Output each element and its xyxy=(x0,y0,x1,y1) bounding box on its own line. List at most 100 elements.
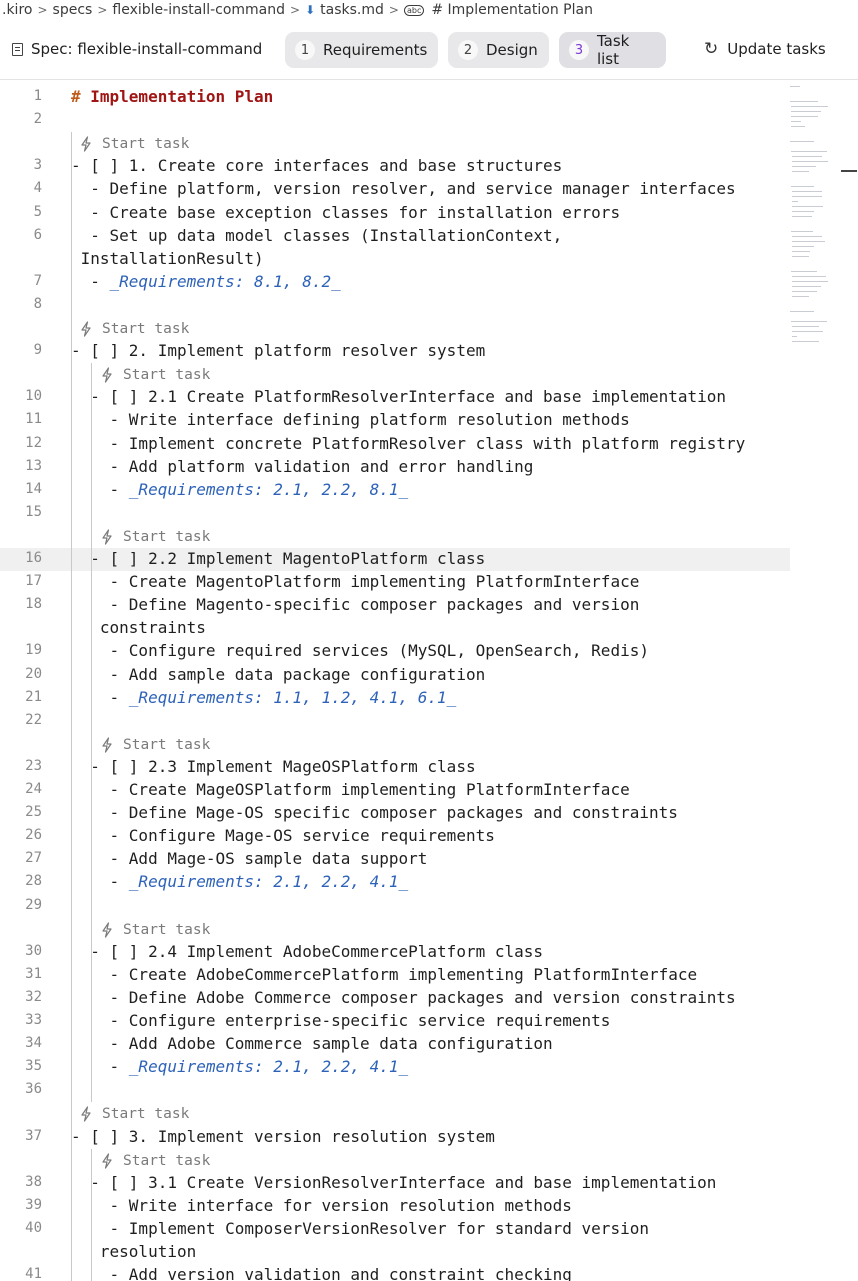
editor-line: 32 - Define Adobe Commerce composer pack… xyxy=(0,987,790,1010)
start-task-codelens[interactable]: Start task xyxy=(100,367,210,383)
minimap-line xyxy=(791,151,828,152)
indent-guide xyxy=(71,1102,72,1281)
editor-line: 1# Implementation Plan xyxy=(0,86,790,109)
line-content: - [ ] 2.2 Implement MagentoPlatform clas… xyxy=(71,549,485,568)
editor-line: 13 - Add platform validation and error h… xyxy=(0,456,790,479)
spec-label: Spec: flexible-install-command xyxy=(12,40,262,58)
line-text: - xyxy=(71,479,129,499)
minimap-line xyxy=(790,311,815,312)
start-task-codelens[interactable]: Start task xyxy=(100,1153,210,1169)
editor-line: 6 - Set up data model classes (Installat… xyxy=(0,225,790,248)
indent-guide xyxy=(91,917,92,1103)
lightning-icon xyxy=(102,529,112,545)
breadcrumb-item-specs[interactable]: specs xyxy=(52,2,93,18)
line-number: 36 xyxy=(25,1081,42,1098)
line-number: 24 xyxy=(25,781,42,797)
line-text: - Write interface defining platform reso… xyxy=(71,410,630,430)
line-number: 19 xyxy=(25,642,42,659)
tab-number-badge: 3 xyxy=(569,40,589,60)
line-number: 31 xyxy=(25,965,42,982)
line-number: 17 xyxy=(25,573,42,590)
line-number: 33 xyxy=(25,1012,42,1028)
minimap-line xyxy=(792,281,828,282)
editor-line: 27 - Add Mage-OS sample data support xyxy=(0,848,790,871)
line-text: - Configure Mage-OS service requirements xyxy=(71,826,495,846)
start-task-codelens[interactable]: Start task xyxy=(79,1106,189,1122)
editor-line: 34 - Add Adobe Commerce sample data conf… xyxy=(0,1033,790,1056)
editor-line: 17 - Create MagentoPlatform implementing… xyxy=(0,571,790,594)
chevron-right-icon: > xyxy=(37,3,48,17)
codelens-row: Start task xyxy=(0,525,790,548)
start-task-codelens[interactable]: Start task xyxy=(79,136,189,152)
line-content: - Define Mage-OS specific composer packa… xyxy=(71,803,678,822)
start-task-label: Start task xyxy=(123,1152,211,1169)
update-tasks-button[interactable]: ↻ Update tasks xyxy=(704,40,826,58)
editor-line: 24 - Create MageOSPlatform implementing … xyxy=(0,779,790,802)
document-icon xyxy=(12,42,23,56)
line-number: 5 xyxy=(33,203,42,220)
minimap-line xyxy=(790,86,801,87)
line-number: 6 xyxy=(33,226,42,243)
start-task-codelens[interactable]: Start task xyxy=(100,922,210,938)
line-content: - [ ] 2.3 Implement MageOSPlatform class xyxy=(71,756,476,776)
requirements-reference: _Requirements: 8.1, 8.2_ xyxy=(109,271,341,291)
breadcrumb: .kiro > specs > flexible-install-command… xyxy=(0,0,858,20)
lightning-icon xyxy=(81,1106,91,1122)
editor-line: 30 - [ ] 2.4 Implement AdobeCommercePlat… xyxy=(0,941,790,964)
line-number: 32 xyxy=(25,988,42,1005)
line-number: 12 xyxy=(25,434,42,451)
requirements-reference: _Requirements: 2.1, 2.2, 4.1_ xyxy=(128,1057,409,1077)
line-number: 1 xyxy=(33,88,42,104)
line-number: 2 xyxy=(33,111,42,128)
minimap[interactable] xyxy=(790,86,830,352)
spec-toolbar: Spec: flexible-install-command 1 Require… xyxy=(0,28,858,72)
breadcrumb-item-spec-folder[interactable]: flexible-install-command xyxy=(112,2,286,18)
editor-line: 8 xyxy=(0,294,790,317)
tab-task-list[interactable]: 3 Task list xyxy=(559,32,666,68)
line-number: 34 xyxy=(25,1035,42,1052)
editor-line: 22 xyxy=(0,710,790,733)
line-text: - [ ] 2.1 Create PlatformResolverInterfa… xyxy=(71,387,727,407)
line-text: - Write interface for version resolution… xyxy=(71,1195,572,1215)
editor-line: constraints xyxy=(0,617,790,640)
line-content: - [ ] 3.1 Create VersionResolverInterfac… xyxy=(71,1173,716,1192)
line-content: - Configure enterprise-specific service … xyxy=(71,1011,611,1030)
line-text: - Configure enterprise-specific service … xyxy=(71,1011,611,1030)
line-text: - Add Mage-OS sample data support xyxy=(71,849,428,869)
editor-line: 14 - _Requirements: 2.1, 2.2, 8.1_ xyxy=(0,479,790,502)
minimap-line xyxy=(791,231,814,232)
start-task-codelens[interactable]: Start task xyxy=(100,529,210,545)
start-task-label: Start task xyxy=(102,321,190,337)
line-number: 18 xyxy=(25,596,42,613)
line-content: - Add Mage-OS sample data support xyxy=(71,849,428,869)
line-number: 21 xyxy=(25,688,42,705)
breadcrumb-item-kiro[interactable]: .kiro xyxy=(2,2,33,18)
breadcrumb-item-symbol[interactable]: # Implementation Plan xyxy=(431,2,593,18)
line-text: - xyxy=(71,872,129,892)
line-number: 13 xyxy=(25,457,42,474)
line-content: - Configure required services (MySQL, Op… xyxy=(71,641,649,660)
start-task-codelens[interactable]: Start task xyxy=(100,737,210,753)
tab-requirements[interactable]: 1 Requirements xyxy=(285,32,438,68)
line-content: - Implement ComposerVersionResolver for … xyxy=(71,1219,649,1238)
line-content: - Write interface defining platform reso… xyxy=(71,410,630,429)
minimap-line xyxy=(792,216,812,217)
start-task-codelens[interactable]: Start task xyxy=(79,321,189,337)
line-text: - [ ] 2.3 Implement MageOSPlatform class xyxy=(71,756,476,776)
line-text: - [ ] 2. Implement platform resolver sys… xyxy=(71,341,486,361)
codelens-row: Start task xyxy=(0,1102,790,1125)
line-content: - [ ] 1. Create core interfaces and base… xyxy=(71,156,562,175)
tab-design[interactable]: 2 Design xyxy=(448,32,549,68)
editor-line: 41 - Add version validation and constrai… xyxy=(0,1264,790,1281)
minimap-line xyxy=(792,211,814,212)
line-number: 39 xyxy=(25,1196,42,1213)
line-text: - [ ] 2.2 Implement MagentoPlatform clas… xyxy=(71,549,486,568)
editor-line: resolution xyxy=(0,1241,790,1264)
line-content: - Add platform validation and error hand… xyxy=(71,457,534,476)
minimap-line xyxy=(792,171,810,172)
codelens-row: Start task xyxy=(0,1149,790,1172)
breadcrumb-item-file[interactable]: tasks.md xyxy=(320,2,384,18)
line-content: - Add version validation and constraint … xyxy=(71,1265,572,1281)
minimap-line xyxy=(792,241,825,242)
